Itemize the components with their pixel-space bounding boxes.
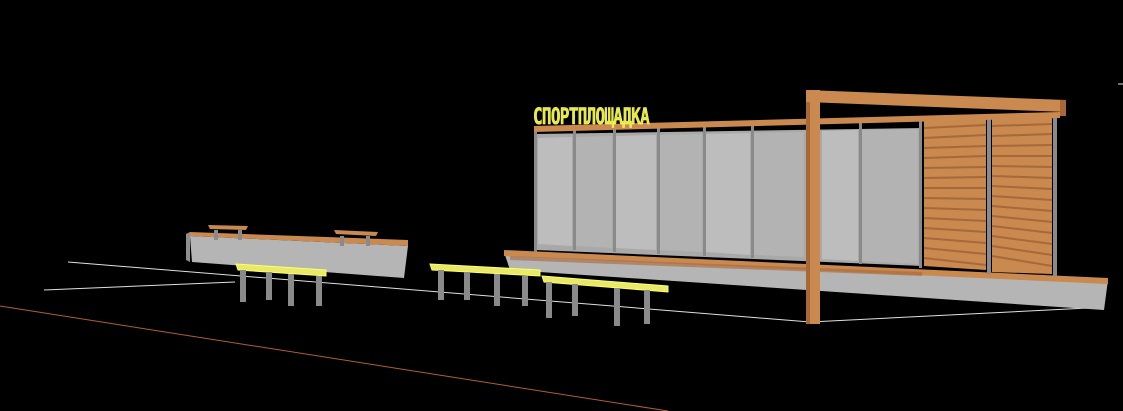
panel-6	[754, 132, 804, 257]
slatted-screens	[923, 116, 1053, 274]
post-3	[613, 126, 616, 252]
panel-8	[862, 129, 918, 264]
left-planter-bench	[186, 225, 408, 278]
slat-lines	[923, 123, 1053, 267]
frame-column-shade	[806, 90, 810, 324]
left-table-1-top	[208, 225, 248, 230]
axis-line	[0, 305, 669, 411]
bench-1	[235, 263, 327, 306]
post-6	[751, 122, 754, 258]
post-10	[1053, 114, 1057, 276]
bench-3	[541, 275, 669, 326]
left-planter-wood-top	[190, 232, 408, 246]
bench-2-leg-1	[438, 270, 444, 300]
bench-1-leg-1	[240, 270, 246, 302]
left-table-1-leg-2	[238, 230, 242, 240]
slat-screen-1	[924, 118, 986, 270]
panel-wall	[534, 112, 1060, 276]
post-2	[573, 128, 576, 250]
bench-1-leg-4	[316, 276, 322, 306]
left-table-2-leg	[340, 236, 344, 246]
frame-beam	[806, 90, 1066, 112]
post-9	[987, 116, 991, 274]
left-table-2-top	[334, 230, 378, 236]
post-4	[657, 124, 660, 254]
bench-2-leg-2	[464, 272, 470, 300]
sign-text: СПОРТПЛОЩАДКА	[533, 105, 650, 130]
panel-4	[660, 134, 702, 252]
ground-line-left	[43, 281, 236, 291]
left-planter-front	[190, 236, 408, 278]
bench-2-leg-3	[494, 274, 500, 306]
frame-beam-end	[1060, 100, 1066, 116]
panel-3	[616, 135, 656, 250]
bench-1-leg-3	[288, 274, 294, 306]
panel-7	[822, 130, 858, 261]
ground-lines	[0, 83, 1123, 411]
bench-3-leg-2	[572, 284, 578, 316]
left-planter-side	[186, 232, 190, 262]
bench-1-seat	[235, 263, 327, 277]
panel-2	[576, 136, 612, 248]
bench-3-leg-4	[644, 290, 650, 324]
left-table-2-leg-2	[366, 236, 370, 246]
post-1	[534, 130, 537, 252]
panel-5	[706, 133, 750, 255]
post-5	[703, 124, 706, 256]
bench-3-leg-1	[546, 282, 552, 318]
left-table-1-leg	[214, 230, 218, 240]
bench-1-leg-2	[266, 272, 272, 300]
top-rail	[534, 112, 1060, 132]
bench-2-leg-4	[522, 276, 528, 306]
bench-3-leg-3	[614, 288, 620, 326]
panel-1	[538, 137, 572, 246]
bench-2	[429, 263, 541, 306]
bench-3-seat	[541, 275, 669, 293]
yellow-benches	[235, 263, 669, 326]
post-7	[859, 120, 862, 264]
bench-2-seat	[429, 263, 541, 277]
post-8	[919, 118, 922, 268]
ground-line-right	[809, 307, 1089, 323]
panel-posts	[534, 114, 1057, 276]
wood-frame	[806, 90, 1066, 324]
